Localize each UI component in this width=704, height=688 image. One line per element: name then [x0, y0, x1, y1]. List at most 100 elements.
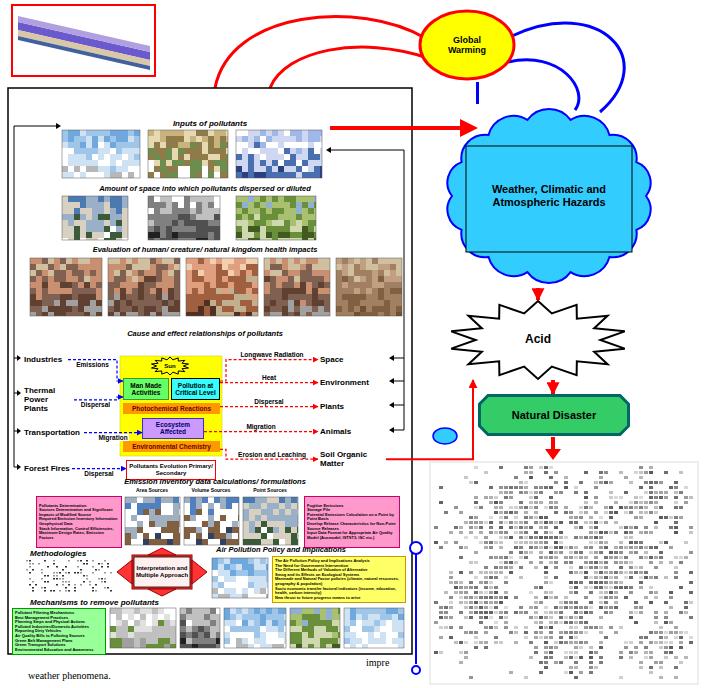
art-part — [154, 148, 160, 154]
art-part — [264, 300, 270, 306]
art-part — [220, 130, 226, 136]
art-part — [216, 644, 220, 648]
art-part — [284, 214, 290, 220]
art-part — [260, 608, 266, 614]
art-part — [208, 232, 214, 238]
art-part — [152, 614, 158, 620]
art-part — [266, 166, 272, 172]
art-part — [122, 166, 128, 172]
art-part — [276, 282, 282, 288]
art-part — [128, 166, 134, 172]
art-part — [48, 288, 54, 294]
art-part — [296, 614, 302, 620]
art-part — [137, 521, 143, 527]
art-part — [390, 270, 396, 276]
art-part — [619, 471, 623, 474]
art-part — [290, 208, 296, 214]
art-part — [174, 276, 180, 282]
art-part — [267, 509, 273, 515]
art-part — [218, 588, 224, 594]
art-part — [248, 208, 254, 214]
art-part — [184, 196, 190, 202]
art-part — [282, 312, 288, 316]
art-part — [226, 509, 232, 515]
art-part — [272, 644, 278, 648]
art-part — [210, 608, 216, 614]
art-part — [172, 172, 178, 178]
art-part — [564, 481, 568, 484]
art-part — [86, 130, 92, 136]
art-part — [252, 264, 258, 270]
art-part — [168, 270, 174, 276]
art-part — [308, 608, 314, 614]
art-part — [144, 288, 150, 294]
art-part — [228, 258, 234, 264]
art-part — [266, 226, 272, 232]
art-part — [116, 220, 122, 226]
art-part — [184, 142, 190, 148]
art-part — [288, 300, 294, 306]
art-part — [296, 142, 302, 148]
art-part — [144, 294, 150, 300]
art-part — [68, 214, 74, 220]
art-part — [248, 582, 254, 588]
art-part — [296, 220, 302, 226]
art-part — [234, 270, 240, 276]
art-part — [216, 608, 220, 614]
art-part — [270, 282, 276, 288]
art-part — [60, 276, 66, 282]
art-part — [184, 226, 190, 232]
art-part — [178, 238, 184, 240]
art-part — [204, 312, 210, 316]
art-part — [114, 258, 120, 264]
art-part — [302, 632, 308, 638]
art-part — [261, 533, 267, 539]
art-part — [290, 220, 296, 226]
art-part — [390, 258, 396, 264]
art-part — [499, 466, 503, 469]
art-part — [48, 270, 54, 276]
art-part — [170, 632, 176, 638]
art-part — [54, 312, 60, 316]
art-part — [173, 533, 179, 539]
art-part — [254, 620, 260, 626]
art-part — [290, 632, 296, 638]
art-part — [254, 136, 260, 142]
art-part — [226, 166, 228, 172]
art-part — [296, 130, 302, 136]
art-part — [243, 497, 298, 545]
art-part — [60, 270, 66, 276]
art-part — [342, 300, 348, 306]
art-part — [160, 172, 166, 178]
art-part — [196, 142, 202, 148]
art-part — [372, 300, 378, 306]
art-part — [276, 306, 282, 312]
art-part — [92, 220, 98, 226]
art-part — [354, 294, 360, 300]
art-part — [68, 130, 74, 136]
art-part — [196, 148, 202, 154]
art-part — [216, 282, 222, 288]
art-part — [360, 270, 366, 276]
art-part — [68, 202, 74, 208]
art-part — [190, 527, 196, 533]
art-part — [90, 306, 96, 312]
art-part — [143, 521, 149, 527]
art-part — [190, 136, 196, 142]
art-part — [122, 608, 128, 614]
art-part — [122, 130, 128, 136]
art-part — [166, 172, 172, 178]
art-part — [116, 620, 122, 626]
art-part — [278, 142, 284, 148]
art-part — [120, 270, 126, 276]
art-part — [252, 306, 258, 312]
art-part — [114, 306, 120, 312]
art-part — [224, 594, 230, 598]
art-part — [166, 196, 172, 202]
art-part — [288, 282, 294, 288]
art-part — [544, 471, 548, 474]
art-part — [294, 264, 300, 270]
art-part — [326, 608, 332, 614]
art-part — [368, 608, 374, 614]
art-part — [266, 130, 272, 136]
